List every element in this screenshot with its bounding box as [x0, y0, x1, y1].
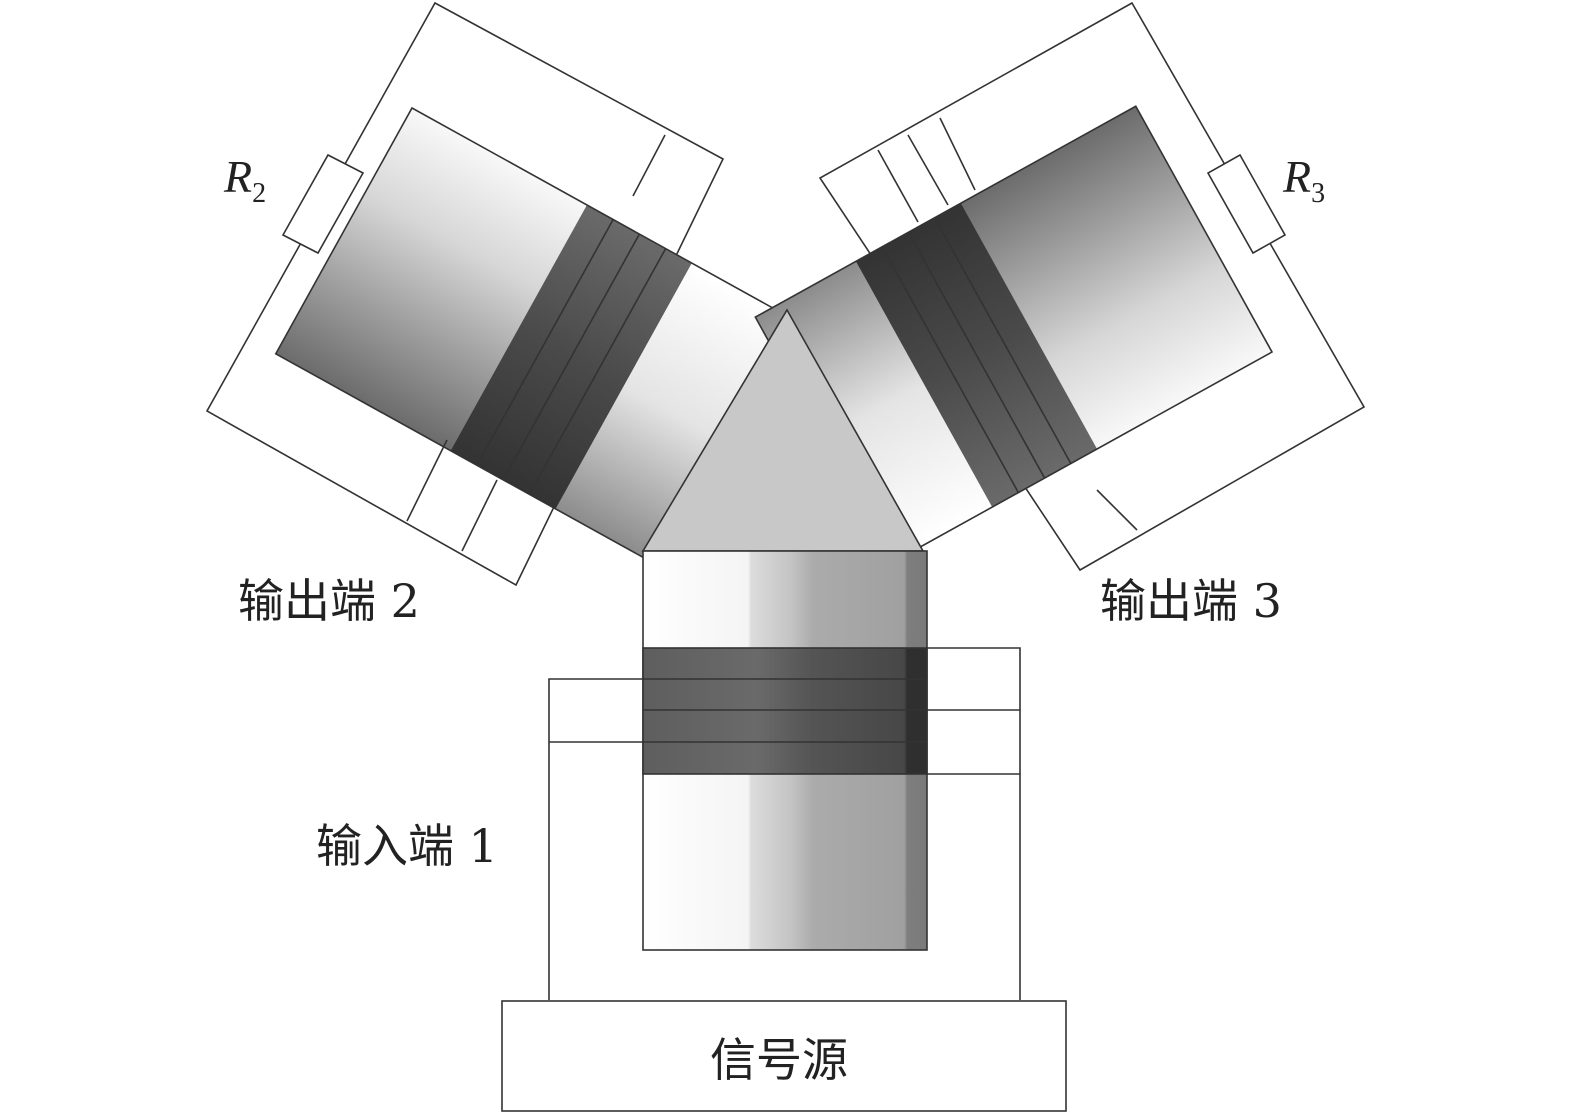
output-arm-2 — [205, 1, 794, 587]
signal-source-label: 信号源 — [710, 1033, 848, 1087]
resistor-r2 — [281, 153, 365, 255]
output2-core-inner — [555, 263, 793, 565]
output2-label: 输出端 2 — [238, 574, 420, 628]
output2-winding-loop — [205, 1, 725, 587]
r3-label: R3 — [1282, 151, 1325, 209]
resistor-r3 — [1206, 153, 1287, 255]
input1-label: 输入端 1 — [316, 819, 498, 873]
r2-label: R2 — [223, 151, 266, 209]
output-arm-3 — [754, 1, 1366, 572]
output3-label: 输出端 3 — [1100, 574, 1282, 628]
input-coil — [642, 647, 928, 775]
output3-core-inner — [755, 261, 993, 563]
input-arm-1 — [548, 550, 1021, 1000]
output3-winding-loop — [818, 1, 1366, 572]
signal-source-box — [501, 1000, 1067, 1112]
